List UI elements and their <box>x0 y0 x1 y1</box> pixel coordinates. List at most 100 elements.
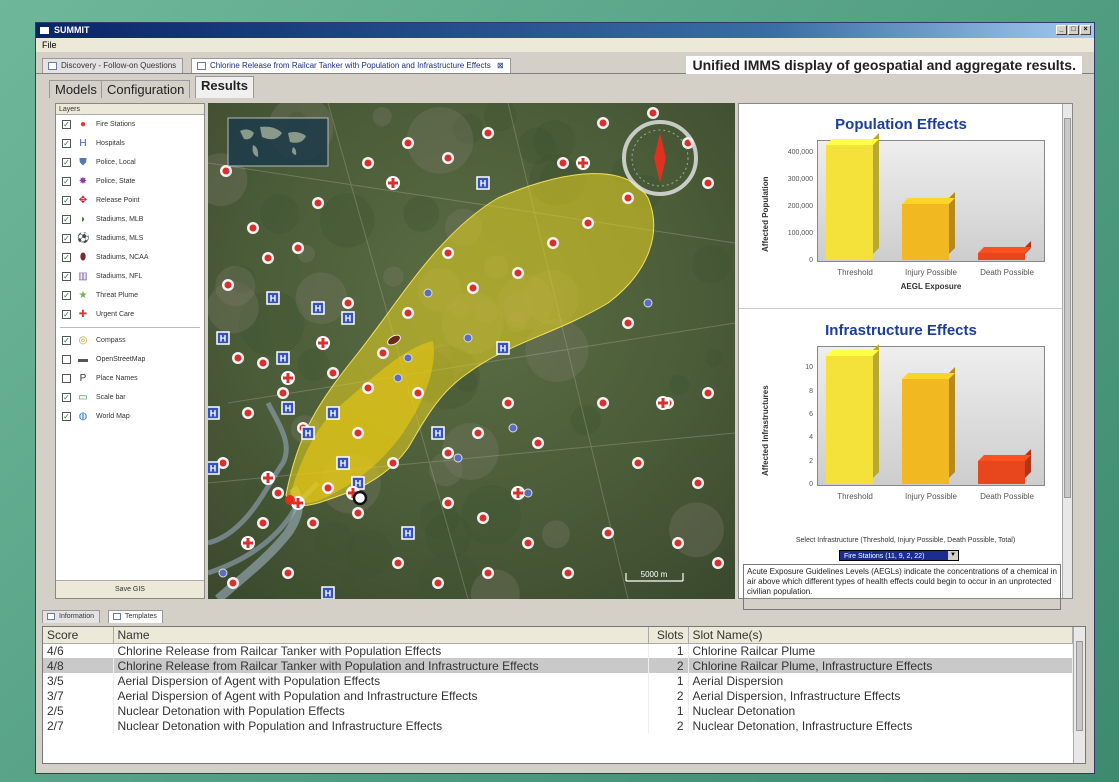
fire-station-icon[interactable] <box>432 577 444 589</box>
layer-checkbox[interactable]: ✓ <box>62 120 71 129</box>
release-point-icon[interactable] <box>285 495 295 505</box>
layer-item[interactable]: ✓◎Compass <box>56 331 204 350</box>
fire-station-icon[interactable] <box>582 217 594 229</box>
layer-item[interactable]: ✓◍World Map <box>56 407 204 426</box>
urgent-care-icon[interactable] <box>511 486 525 500</box>
layer-checkbox[interactable]: ✓ <box>62 393 71 402</box>
fire-station-icon[interactable] <box>632 457 644 469</box>
fire-station-icon[interactable] <box>387 457 399 469</box>
maximize-button[interactable]: □ <box>1068 25 1079 35</box>
hospital-icon[interactable]: H <box>216 331 230 345</box>
hospital-icon[interactable]: H <box>208 461 220 475</box>
fire-station-icon[interactable] <box>472 427 484 439</box>
column-slot-names[interactable]: Slot Name(s) <box>688 627 1073 644</box>
fire-station-icon[interactable] <box>412 387 424 399</box>
urgent-care-icon[interactable] <box>261 471 275 485</box>
layer-checkbox[interactable]: ✓ <box>62 234 71 243</box>
minimize-button[interactable]: _ <box>1056 25 1067 35</box>
police-icon[interactable] <box>523 488 533 498</box>
layer-item[interactable]: ✓★Threat Plume <box>56 286 204 305</box>
tab-discovery[interactable]: Discovery - Follow-on Questions <box>42 58 184 73</box>
layer-checkbox[interactable]: ✓ <box>62 158 71 167</box>
layer-item[interactable]: ✓◗Stadiums, MLB <box>56 210 204 229</box>
layer-item[interactable]: ▬OpenStreetMap <box>56 350 204 369</box>
table-scrollbar[interactable] <box>1073 627 1085 763</box>
fire-station-icon[interactable] <box>597 397 609 409</box>
hospital-icon[interactable]: H <box>401 526 415 540</box>
fire-station-icon[interactable] <box>292 242 304 254</box>
bar-threshold[interactable] <box>826 343 880 484</box>
police-icon[interactable] <box>423 288 433 298</box>
fire-station-icon[interactable] <box>622 192 634 204</box>
menu-file[interactable]: File <box>42 40 57 50</box>
layer-item[interactable]: ✓●Fire Stations <box>56 115 204 134</box>
fire-station-icon[interactable] <box>392 557 404 569</box>
fire-station-icon[interactable] <box>222 279 234 291</box>
tab-results[interactable]: Results <box>195 76 254 98</box>
fire-station-icon[interactable] <box>712 557 724 569</box>
layer-checkbox[interactable]: ✓ <box>62 412 71 421</box>
fire-station-icon[interactable] <box>227 577 239 589</box>
fire-station-icon[interactable] <box>512 267 524 279</box>
hospital-icon[interactable]: H <box>326 406 340 420</box>
fire-station-icon[interactable] <box>702 387 714 399</box>
scrollbar-thumb[interactable] <box>1064 118 1071 498</box>
fire-station-icon[interactable] <box>232 352 244 364</box>
layer-item[interactable]: ✓⚽Stadiums, MLS <box>56 229 204 248</box>
stadium-ncaa-icon[interactable] <box>386 333 402 347</box>
tab-information[interactable]: Information <box>42 610 101 623</box>
tab-configuration[interactable]: Configuration <box>101 80 191 98</box>
fire-station-icon[interactable] <box>692 477 704 489</box>
scrollbar-thumb[interactable] <box>1076 641 1083 731</box>
fire-station-icon[interactable] <box>220 165 232 177</box>
layer-checkbox[interactable]: ✓ <box>62 215 71 224</box>
fire-station-icon[interactable] <box>442 447 454 459</box>
fire-station-icon[interactable] <box>467 282 479 294</box>
bar-threshold[interactable] <box>826 132 880 260</box>
fire-station-icon[interactable] <box>362 382 374 394</box>
fire-station-icon[interactable] <box>352 507 364 519</box>
fire-station-icon[interactable] <box>362 157 374 169</box>
hospital-icon[interactable]: H <box>281 401 295 415</box>
layer-item[interactable]: ✓⬮Stadiums, NCAA <box>56 248 204 267</box>
fire-station-icon[interactable] <box>282 567 294 579</box>
bar-injury-possible[interactable] <box>902 192 956 260</box>
fire-station-icon[interactable] <box>312 197 324 209</box>
fire-station-icon[interactable] <box>402 307 414 319</box>
fire-station-icon[interactable] <box>257 517 269 529</box>
column-score[interactable]: Score <box>43 627 114 644</box>
hospital-icon[interactable]: H <box>476 176 490 190</box>
stadium-mls-icon[interactable] <box>352 490 368 506</box>
layer-checkbox[interactable] <box>62 355 71 364</box>
bar-death-possible[interactable] <box>978 448 1032 484</box>
hospital-icon[interactable]: H <box>496 341 510 355</box>
tab-models[interactable]: Models <box>49 80 103 98</box>
layer-checkbox[interactable]: ✓ <box>62 291 71 300</box>
fire-station-icon[interactable] <box>272 487 284 499</box>
tab-templates[interactable]: Templates <box>108 610 163 623</box>
fire-station-icon[interactable] <box>602 527 614 539</box>
layer-checkbox[interactable]: ✓ <box>62 310 71 319</box>
police-icon[interactable] <box>508 423 518 433</box>
hospital-icon[interactable]: H <box>341 311 355 325</box>
column-slots[interactable]: Slots <box>648 627 689 644</box>
fire-station-icon[interactable] <box>597 117 609 129</box>
layer-item[interactable]: ✓✥Release Point <box>56 191 204 210</box>
fire-station-icon[interactable] <box>562 567 574 579</box>
urgent-care-icon[interactable] <box>576 156 590 170</box>
layer-item[interactable]: ✓⛊Police, Local <box>56 153 204 172</box>
police-icon[interactable] <box>403 353 413 363</box>
hospital-icon[interactable]: H <box>276 351 290 365</box>
fire-station-icon[interactable] <box>482 127 494 139</box>
fire-station-icon[interactable] <box>242 407 254 419</box>
fire-station-icon[interactable] <box>622 317 634 329</box>
charts-scrollbar[interactable] <box>1062 104 1072 598</box>
fire-station-icon[interactable] <box>217 457 229 469</box>
police-icon[interactable] <box>393 373 403 383</box>
